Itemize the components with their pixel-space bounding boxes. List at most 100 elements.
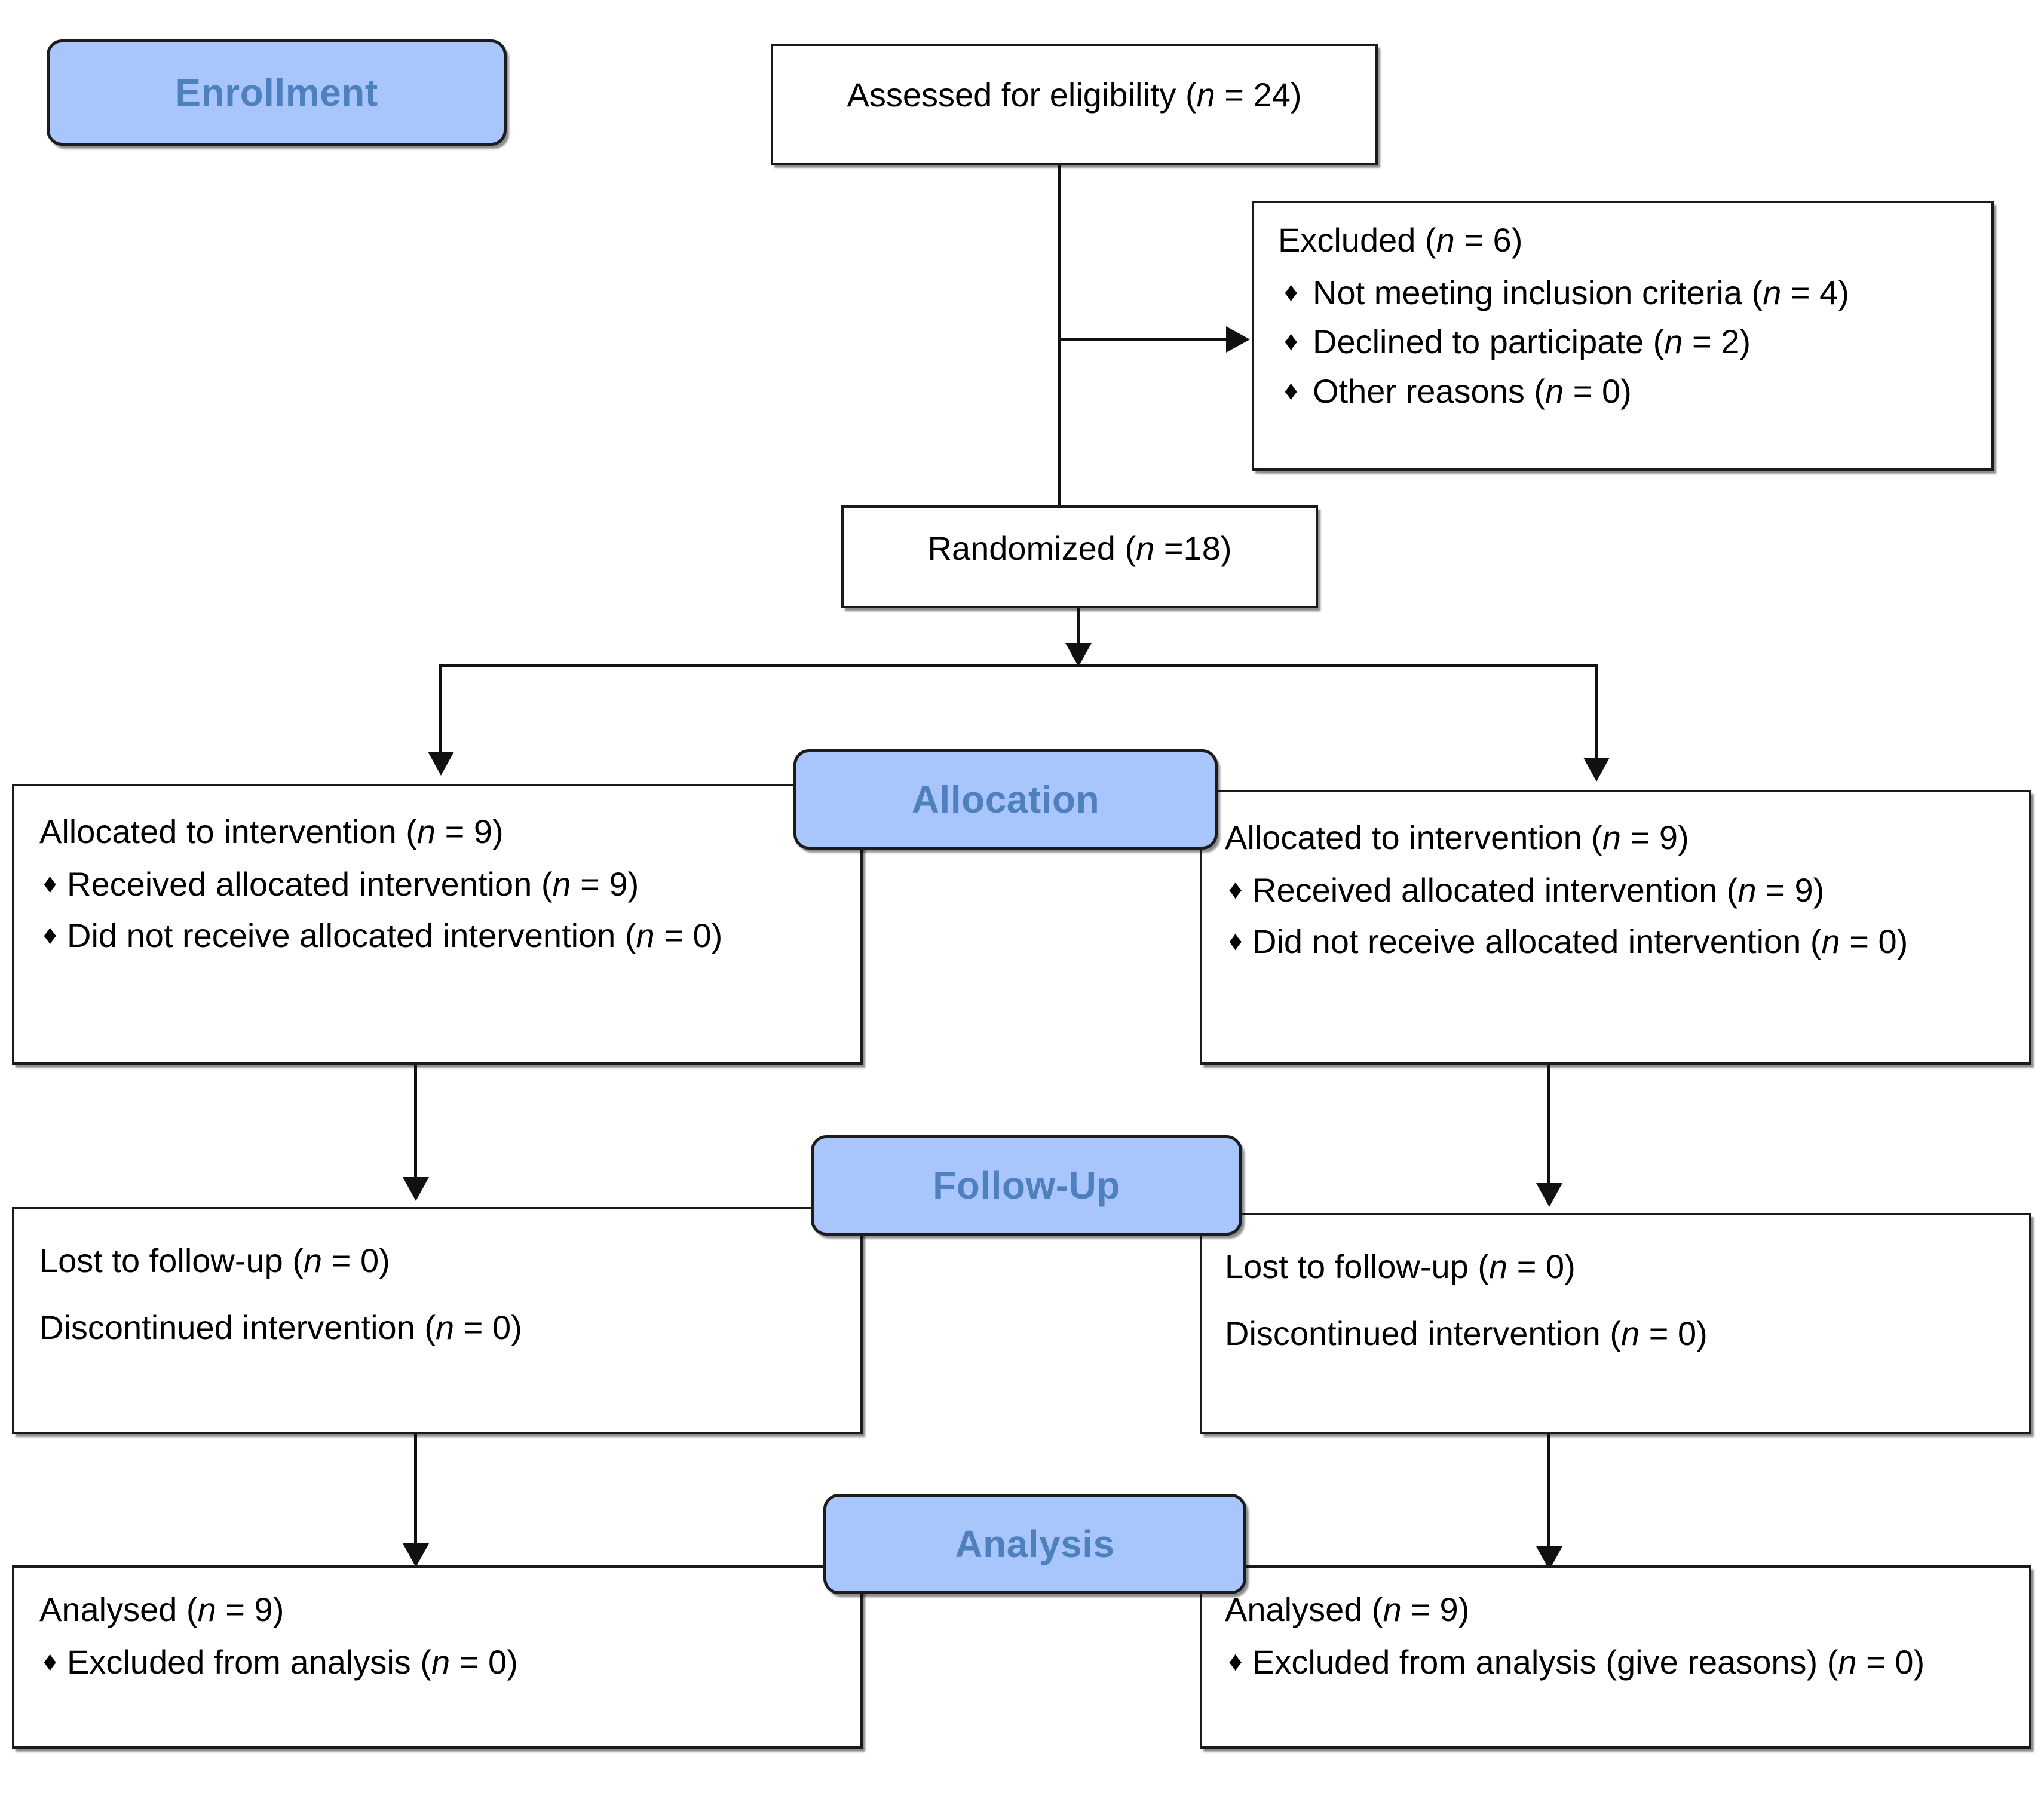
arrowhead-alloc-right-followup [1536, 1183, 1562, 1207]
excluded-heading: Excluded (n = 6) [1278, 223, 1971, 257]
alloc-left-item-suffix: = 9) [571, 865, 639, 903]
list-item: ♦ Declined to participate (n = 2) [1278, 324, 1971, 360]
connector-alloc-left-to-followup [414, 1065, 417, 1184]
excluded-heading-prefix: Excluded ( [1278, 221, 1436, 259]
arrowhead-split-right [1583, 758, 1610, 782]
box-allocation-right: Allocated to intervention (n = 9) ♦Recei… [1200, 790, 2031, 1065]
assessed-italic-n: n [1196, 76, 1215, 114]
analysis-left-heading-prefix: Analysed ( [39, 1591, 198, 1628]
list-item: ♦Received allocated intervention (n = 9) [39, 866, 848, 902]
list-item: ♦Did not receive allocated intervention … [1225, 924, 2020, 960]
allocation-right-heading: Allocated to intervention (n = 9) [1225, 821, 2020, 854]
excluded-item-italic-n: n [1763, 274, 1782, 311]
arrowhead-split-left [428, 752, 454, 776]
randomized-suffix: =18) [1154, 529, 1232, 567]
analysis-left-list: ♦Excluded from analysis (n = 0) [39, 1644, 848, 1680]
alloc-right-item-suffix: = 9) [1756, 871, 1825, 909]
alloc-left-item-prefix: Did not receive allocated intervention ( [67, 917, 636, 955]
followup-right-disc-suffix: = 0) [1640, 1314, 1708, 1352]
excluded-item-suffix: = 0) [1564, 372, 1632, 410]
excluded-item-prefix: Other reasons ( [1313, 372, 1546, 410]
arrowhead-followup-left-analysis [403, 1543, 429, 1567]
box-analysis-left: Analysed (n = 9) ♦Excluded from analysis… [12, 1565, 863, 1749]
connector-alloc-right-to-followup [1547, 1065, 1550, 1190]
randomized-prefix: Randomized ( [927, 529, 1136, 567]
diamond-bullet-icon: ♦ [1228, 1645, 1243, 1677]
assessed-prefix: Assessed for eligibility ( [847, 76, 1197, 114]
connector-split-bar [439, 664, 1597, 667]
analysis-left-item-suffix: = 0) [450, 1643, 518, 1681]
box-randomized: Randomized (n =18) [841, 505, 1318, 608]
diamond-bullet-icon: ♦ [43, 919, 57, 951]
connector-followup-left-to-analysis [414, 1434, 417, 1551]
analysis-right-heading: Analysed (n = 9) [1225, 1593, 2023, 1626]
alloc-right-item-italic-n: n [1737, 871, 1757, 909]
assessed-suffix: = 24) [1215, 76, 1302, 114]
followup-right-lost: Lost to follow-up (n = 0) [1225, 1250, 2017, 1283]
box-followup-right: Lost to follow-up (n = 0) Discontinued i… [1200, 1213, 2031, 1434]
diamond-bullet-icon: ♦ [1284, 325, 1298, 357]
list-item: ♦Excluded from analysis (n = 0) [39, 1644, 848, 1680]
alloc-left-item-italic-n: n [636, 917, 655, 955]
connector-randomized-down [1077, 608, 1080, 651]
list-item: ♦ Other reasons (n = 0) [1278, 373, 1971, 409]
stage-badge-followup: Follow-Up [811, 1135, 1242, 1236]
box-assessed-for-eligibility: Assessed for eligibility (n = 24) [771, 44, 1378, 165]
stage-badge-allocation: Allocation [793, 749, 1218, 850]
connector-to-excluded [1058, 338, 1226, 341]
analysis-left-item-prefix: Excluded from analysis ( [67, 1643, 432, 1681]
box-excluded: Excluded (n = 6) ♦Not meeting inclusion … [1252, 201, 1994, 471]
alloc-right-item-italic-n: n [1821, 923, 1840, 961]
stage-badge-followup-label: Follow-Up [933, 1164, 1120, 1207]
analysis-left-heading-italic-n: n [197, 1591, 216, 1628]
arrowhead-alloc-left-followup [403, 1177, 429, 1201]
diamond-bullet-icon: ♦ [1228, 925, 1243, 957]
connector-split-right-down [1595, 664, 1598, 766]
excluded-item-prefix: Declined to participate ( [1313, 323, 1665, 361]
analysis-right-heading-prefix: Analysed ( [1225, 1591, 1383, 1628]
stage-badge-enrollment: Enrollment [47, 39, 507, 146]
alloc-left-heading-prefix: Allocated to intervention ( [39, 813, 417, 850]
analysis-right-item-italic-n: n [1838, 1643, 1857, 1681]
arrowhead-randomized-split [1065, 643, 1092, 667]
stage-badge-analysis-label: Analysis [955, 1522, 1115, 1565]
followup-left-lost-prefix: Lost to follow-up ( [39, 1242, 304, 1279]
list-item: ♦ Did not receive allocated intervention … [39, 918, 848, 954]
diamond-bullet-icon: ♦ [1284, 275, 1298, 307]
randomized-text: Randomized (n =18) [862, 532, 1298, 565]
stage-badge-analysis: Analysis [823, 1494, 1246, 1594]
box-analysis-right: Analysed (n = 9) ♦Excluded from analysis… [1200, 1565, 2031, 1749]
followup-right-disc-prefix: Discontinued intervention ( [1225, 1314, 1622, 1352]
followup-left-lost-suffix: = 0) [322, 1242, 390, 1279]
arrowhead-to-excluded [1226, 326, 1250, 353]
excluded-reason-list: ♦Not meeting inclusion criteria (n = 4) … [1278, 274, 1971, 409]
followup-left-lost: Lost to follow-up (n = 0) [39, 1244, 848, 1277]
connector-split-left-down [439, 664, 442, 760]
alloc-right-heading-italic-n: n [1602, 819, 1622, 856]
analysis-right-item-prefix: Excluded from analysis (give reasons) ( [1252, 1643, 1838, 1681]
followup-right-discontinued: Discontinued intervention (n = 0) [1225, 1317, 2017, 1350]
box-followup-left: Lost to follow-up (n = 0) Discontinued i… [12, 1207, 863, 1434]
stage-badge-allocation-label: Allocation [911, 778, 1100, 821]
excluded-item-suffix: = 2) [1683, 323, 1751, 361]
alloc-right-item-prefix: Received allocated intervention ( [1252, 871, 1738, 909]
analysis-right-heading-suffix: = 9) [1401, 1591, 1470, 1628]
connector-followup-right-to-analysis [1547, 1434, 1550, 1553]
followup-left-disc-italic-n: n [436, 1309, 455, 1346]
allocation-left-list: ♦Received allocated intervention (n = 9)… [39, 866, 848, 954]
analysis-right-item-suffix: = 0) [1856, 1643, 1925, 1681]
alloc-left-item-prefix: Received allocated intervention ( [67, 865, 553, 903]
excluded-item-italic-n: n [1664, 323, 1683, 361]
followup-left-lost-italic-n: n [303, 1242, 323, 1279]
analysis-right-list: ♦ Excluded from analysis (give reasons) (… [1225, 1644, 2023, 1680]
diamond-bullet-icon: ♦ [1284, 374, 1298, 406]
alloc-right-item-suffix: = 0) [1840, 923, 1908, 961]
list-item: ♦Received allocated intervention (n = 9) [1225, 872, 2020, 908]
box-allocation-left: Allocated to intervention (n = 9) ♦Recei… [12, 784, 863, 1065]
followup-right-lost-suffix: = 0) [1507, 1248, 1576, 1285]
followup-right-disc-italic-n: n [1621, 1314, 1640, 1352]
excluded-item-italic-n: n [1545, 372, 1564, 410]
alloc-right-heading-prefix: Allocated to intervention ( [1225, 819, 1602, 856]
diamond-bullet-icon: ♦ [43, 1645, 57, 1677]
